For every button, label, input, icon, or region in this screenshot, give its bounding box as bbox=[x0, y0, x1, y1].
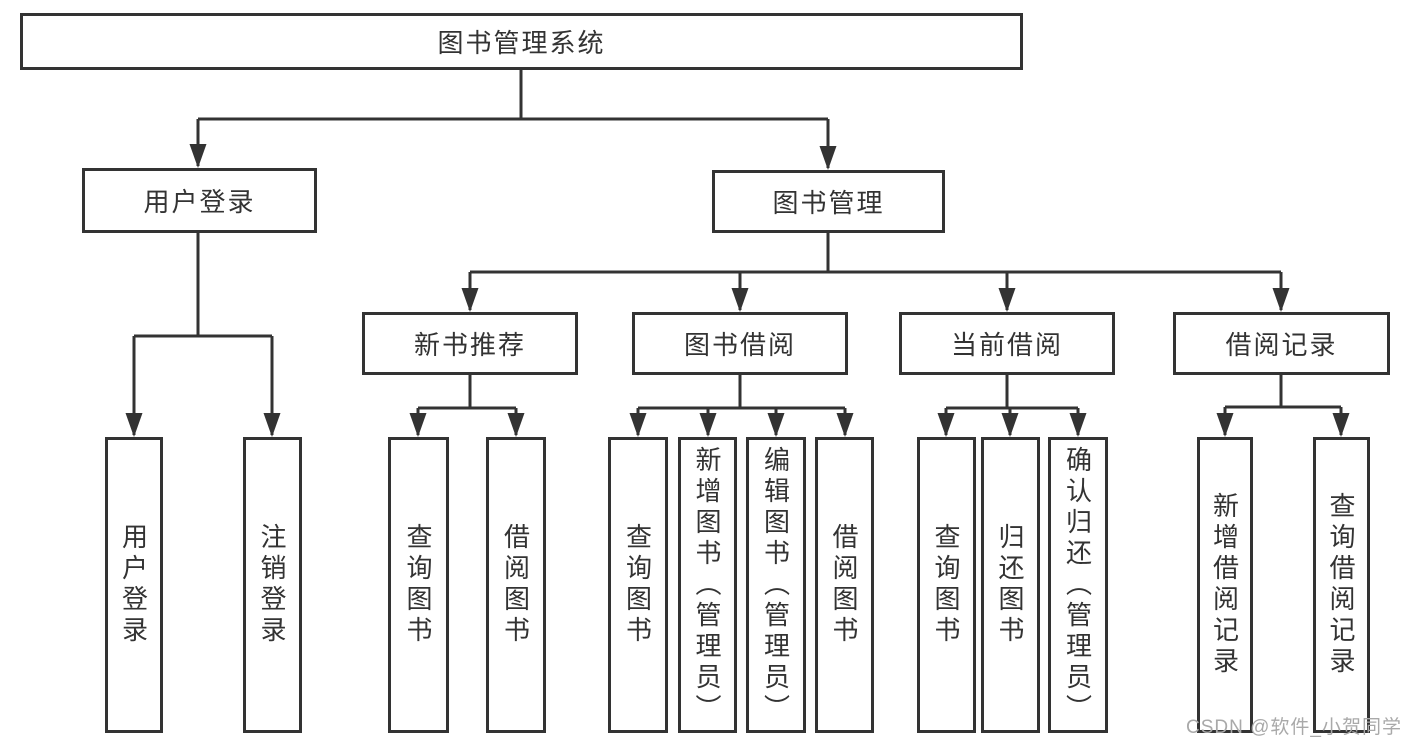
leaf-borrow-add-books-admin: 新增图书（管理员） bbox=[678, 437, 737, 733]
arrowheads bbox=[125, 144, 1350, 437]
leaf-borrow-query-books-label: 查询图书 bbox=[622, 523, 653, 647]
leaf-current-confirm-return-admin: 确认归还（管理员） bbox=[1048, 437, 1108, 733]
node-book-borrow-label: 图书借阅 bbox=[683, 330, 796, 360]
node-book-management: 图书管理 bbox=[712, 170, 945, 233]
leaf-current-query-books-label: 查询图书 bbox=[931, 523, 961, 647]
leaf-logout-label: 注销登录 bbox=[257, 523, 287, 647]
leaf-records-add-record: 新增借阅记录 bbox=[1197, 437, 1253, 733]
connector-lines bbox=[132, 70, 1343, 435]
node-book-management-label: 图书管理 bbox=[772, 188, 885, 218]
node-root-system-label: 图书管理系统 bbox=[437, 28, 606, 58]
leaf-borrow-borrow-books: 借阅图书 bbox=[815, 437, 874, 733]
leaf-records-query-record: 查询借阅记录 bbox=[1313, 437, 1370, 733]
leaf-records-add-record-label: 新增借阅记录 bbox=[1209, 492, 1240, 678]
node-borrow-records: 借阅记录 bbox=[1173, 312, 1390, 375]
node-book-borrow: 图书借阅 bbox=[632, 312, 848, 375]
leaf-borrow-edit-books-admin: 编辑图书（管理员） bbox=[746, 437, 806, 733]
node-new-book-recommend-label: 新书推荐 bbox=[413, 330, 526, 360]
leaf-borrow-edit-books-admin-label: 编辑图书（管理员） bbox=[760, 445, 791, 725]
watermark: CSDN @软件_小贺同学 bbox=[1186, 717, 1402, 738]
leaf-user-login-label: 用户登录 bbox=[118, 523, 149, 647]
leaf-current-confirm-return-admin-label: 确认归还（管理员） bbox=[1062, 445, 1093, 725]
leaf-rec-borrow-books-label: 借阅图书 bbox=[500, 523, 531, 647]
leaf-rec-query-books-label: 查询图书 bbox=[403, 523, 433, 647]
node-root-system: 图书管理系统 bbox=[20, 13, 1023, 70]
leaf-borrow-add-books-admin-label: 新增图书（管理员） bbox=[692, 445, 722, 725]
leaf-user-login: 用户登录 bbox=[105, 437, 163, 733]
node-new-book-recommend: 新书推荐 bbox=[362, 312, 578, 375]
node-current-borrow: 当前借阅 bbox=[899, 312, 1115, 375]
node-current-borrow-label: 当前借阅 bbox=[950, 330, 1063, 360]
leaf-current-return-books-label: 归还图书 bbox=[995, 523, 1025, 647]
leaf-borrow-query-books: 查询图书 bbox=[608, 437, 668, 733]
leaf-rec-borrow-books: 借阅图书 bbox=[486, 437, 546, 733]
leaf-current-return-books: 归还图书 bbox=[981, 437, 1040, 733]
node-user-login-label: 用户登录 bbox=[143, 187, 256, 217]
leaf-current-query-books: 查询图书 bbox=[917, 437, 976, 733]
node-user-login: 用户登录 bbox=[82, 168, 317, 233]
leaf-logout: 注销登录 bbox=[243, 437, 302, 733]
leaf-rec-query-books: 查询图书 bbox=[388, 437, 449, 733]
node-borrow-records-label: 借阅记录 bbox=[1225, 330, 1338, 360]
leaf-records-query-record-label: 查询借阅记录 bbox=[1326, 492, 1356, 678]
leaf-borrow-borrow-books-label: 借阅图书 bbox=[829, 523, 859, 647]
